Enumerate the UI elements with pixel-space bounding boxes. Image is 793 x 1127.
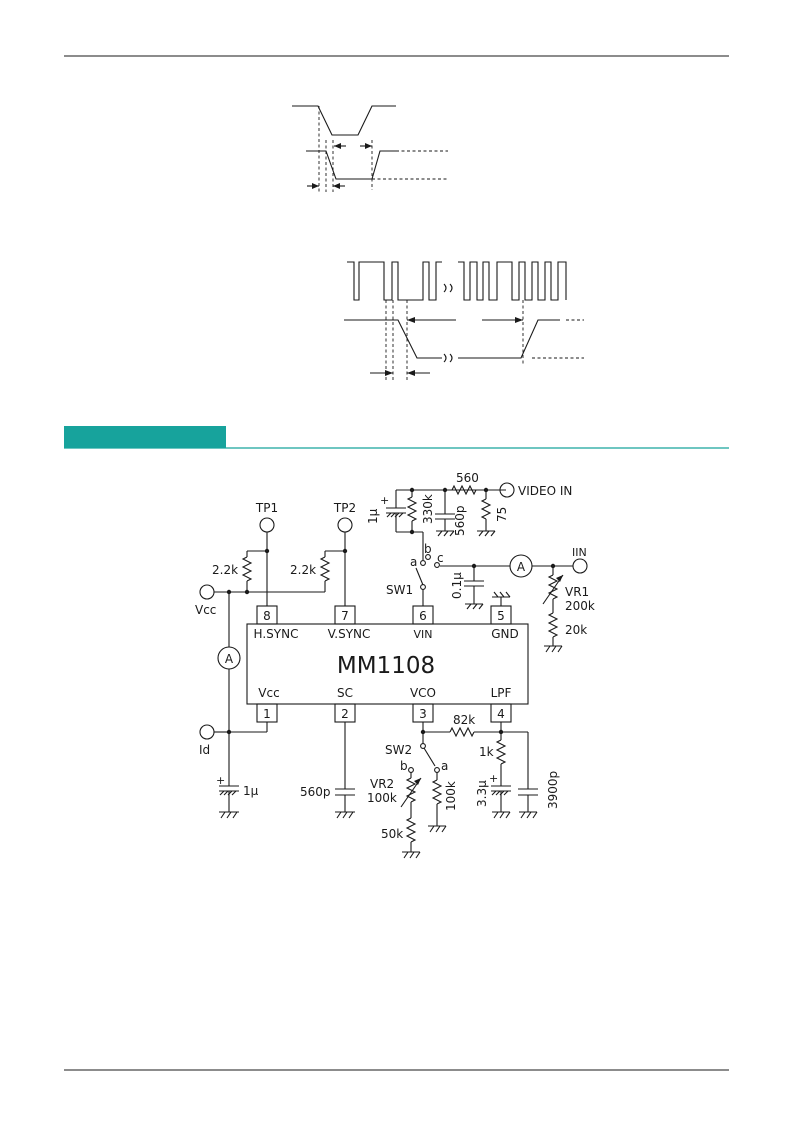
timing-diagram-2 [344, 261, 584, 382]
tp1-label: TP1 [255, 501, 278, 515]
pin-7-number: 7 [341, 609, 349, 623]
ic-body [246, 623, 529, 705]
r-hsync-label: 2.2k [212, 563, 238, 577]
sw2-blade [423, 747, 436, 767]
plus-sign: + [216, 774, 225, 787]
r-term-label: 75 [495, 507, 509, 522]
r-100k-label: 100k [444, 781, 458, 811]
section-header-bar [64, 426, 226, 448]
r-50k-label: 50k [381, 827, 403, 841]
pin-6-label: VIN [414, 628, 433, 641]
pin-3-label: VCO [410, 686, 436, 700]
iin-label: IIN [572, 546, 587, 559]
resistor-2k2-vsync [319, 556, 331, 582]
vcc-label: Vcc [195, 603, 216, 617]
pin-3-number: 3 [419, 707, 427, 721]
c-3900-label: 3900p [546, 771, 560, 809]
resistor-20k [547, 612, 559, 638]
pin-2-number: 2 [341, 707, 349, 721]
pin-6-number: 6 [419, 609, 427, 623]
r-vin-label: 330k [421, 494, 435, 524]
ammeter-vcc-label: A [225, 652, 234, 666]
resistor-1k [495, 739, 507, 765]
c-sc-label: 560p [300, 785, 331, 799]
resistor-82k [449, 726, 475, 738]
sw1-c-label: c [437, 551, 444, 565]
c-01-label: 0.1μ [450, 572, 464, 599]
pin-4-number: 4 [497, 707, 505, 721]
c-33-label: 3.3μ [475, 780, 489, 807]
id-label: Id [199, 743, 210, 757]
r-vsync-label: 2.2k [290, 563, 316, 577]
tp2-label: TP2 [333, 501, 356, 515]
resistor-2k2-hsync [241, 556, 253, 582]
sw2-label: SW2 [385, 743, 412, 757]
sw1-blade [415, 567, 424, 586]
pin-8-number: 8 [263, 609, 271, 623]
vr1-label: VR1 [565, 585, 589, 599]
video-in-terminal [499, 482, 515, 498]
ic-part-label: MM1108 [337, 653, 435, 679]
pin-5-label: GND [491, 627, 519, 641]
r-20k-label: 20k [565, 623, 587, 637]
sw2-a-label: a [441, 759, 448, 773]
r-series-label: 560 [456, 471, 479, 485]
resistor-50k [405, 817, 417, 843]
sw1-a-label: a [410, 555, 417, 569]
resistor-560 [451, 484, 477, 496]
sw1-b-label: b [424, 542, 432, 556]
id-terminal [199, 724, 215, 740]
vr1-value: 200k [565, 599, 595, 613]
plus-sign: + [489, 772, 498, 785]
vr2-resistor [405, 777, 417, 803]
ammeter-iin-label: A [517, 560, 526, 574]
pin-2-label: SC [337, 686, 353, 700]
pin-5-number: 5 [497, 609, 505, 623]
r-82k-label: 82k [453, 713, 475, 727]
tp1-terminal [259, 517, 275, 533]
tp2-terminal [337, 517, 353, 533]
c-vcc-label: 1μ [243, 784, 259, 798]
c-vin-label: 1μ [366, 508, 380, 524]
pin-7-label: V.SYNC [328, 627, 371, 641]
resistor-330k [406, 496, 418, 522]
timing-diagram-1 [292, 105, 448, 192]
vr1-resistor [547, 574, 559, 600]
plus-sign: + [380, 494, 389, 507]
pin-4-label: LPF [491, 686, 512, 700]
pin-8-label: H.SYNC [254, 627, 299, 641]
pin-1-number: 1 [263, 707, 271, 721]
sw2-b-label: b [400, 759, 408, 773]
vr2-label: VR2 [370, 777, 394, 791]
c-vin2-label: 560p [453, 505, 467, 536]
test-circuit: MM1108 8 7 6 5 H.SYNC V.SYNC VIN GND Vcc… [195, 471, 595, 859]
vr2-value: 100k [367, 791, 397, 805]
video-in-label: VIDEO IN [518, 484, 572, 498]
resistor-75 [480, 498, 492, 520]
resistor-100k [431, 779, 443, 805]
iin-terminal [572, 558, 588, 574]
sw1-label: SW1 [386, 583, 413, 597]
r-1k-label: 1k [479, 745, 494, 759]
vcc-terminal [199, 584, 215, 600]
pin-1-label: Vcc [258, 686, 279, 700]
